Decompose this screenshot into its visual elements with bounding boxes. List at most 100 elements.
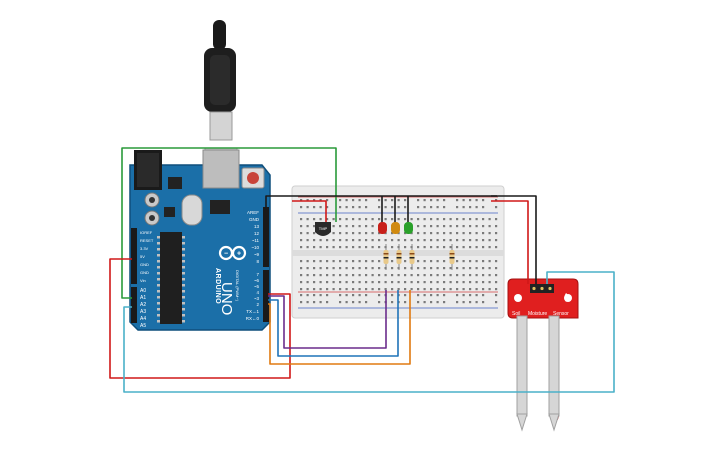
breadboard-hole: [365, 260, 368, 263]
led-orange: [391, 222, 400, 234]
breadboard-hole: [365, 288, 368, 291]
breadboard-hole: [358, 294, 361, 297]
breadboard-hole: [488, 281, 491, 284]
breadboard-hole: [358, 288, 361, 291]
breadboard-hole: [410, 218, 413, 221]
breadboard-hole: [332, 218, 335, 221]
pin-label-tx: TX→1: [246, 309, 259, 314]
breadboard-hole: [469, 294, 472, 297]
breadboard-hole: [365, 274, 368, 277]
brand-label: ARDUINO: [214, 268, 221, 304]
breadboard-hole: [332, 288, 335, 291]
breadboard-hole: [352, 206, 355, 209]
breadboard-hole: [358, 260, 361, 263]
breadboard-hole: [423, 274, 426, 277]
wire-blue: [268, 290, 399, 357]
breadboard-hole: [423, 281, 426, 284]
breadboard-hole: [339, 199, 342, 202]
sensor-label-moisture: Moisture: [528, 311, 547, 317]
breadboard-hole: [358, 301, 361, 304]
breadboard-hole: [371, 232, 374, 235]
breadboard-hole: [352, 294, 355, 297]
breadboard-hole: [352, 232, 355, 235]
breadboard-hole: [365, 225, 368, 228]
breadboard-hole: [404, 218, 407, 221]
breadboard-hole: [410, 288, 413, 291]
pin-label-5v: 5V: [140, 254, 145, 259]
breadboard-hole: [475, 288, 478, 291]
breadboard-hole: [339, 232, 342, 235]
breadboard-hole: [410, 232, 413, 235]
resistor-2: [396, 244, 402, 270]
breadboard-hole: [417, 294, 420, 297]
breadboard-hole: [319, 246, 322, 249]
wire-red-power: [109, 258, 291, 379]
breadboard-hole: [443, 206, 446, 209]
breadboard-hole: [397, 281, 400, 284]
breadboard-hole: [436, 206, 439, 209]
breadboard-hole: [482, 239, 485, 242]
breadboard-hole: [306, 301, 309, 304]
breadboard-hole: [339, 246, 342, 249]
breadboard-hole: [462, 301, 465, 304]
digital-header-top: [263, 207, 269, 267]
breadboard-hole: [404, 246, 407, 249]
breadboard-hole: [345, 288, 348, 291]
breadboard-hole: [371, 239, 374, 242]
chip-pin: [182, 308, 185, 311]
breadboard-hole: [436, 281, 439, 284]
breadboard-hole: [456, 225, 459, 228]
breadboard-hole: [423, 301, 426, 304]
breadboard-hole: [319, 260, 322, 263]
breadboard-hole: [378, 218, 381, 221]
pin-label-ioref: IOREF: [140, 230, 153, 235]
breadboard-hole: [384, 281, 387, 284]
breadboard-hole: [345, 260, 348, 263]
wire-cyan: [123, 271, 615, 393]
breadboard-hole: [417, 274, 420, 277]
wire-black-sensor: [491, 195, 537, 284]
breadboard-hole: [410, 281, 413, 284]
breadboard-hole: [332, 260, 335, 263]
chip-pin: [157, 308, 160, 311]
breadboard-hole: [345, 274, 348, 277]
sensor-label-soil: Soil: [512, 311, 520, 317]
breadboard-hole: [462, 281, 465, 284]
breadboard-hole: [462, 274, 465, 277]
breadboard-hole: [300, 267, 303, 270]
breadboard-hole: [332, 274, 335, 277]
arduino-uno-board: − + ARDUINO UNO IOREF RESET 3.3V 5V GND …: [129, 149, 271, 331]
pin-label-13: 13: [254, 224, 260, 229]
breadboard-hole: [462, 260, 465, 263]
breadboard-hole: [430, 260, 433, 263]
breadboard-hole: [339, 260, 342, 263]
chip-pin: [182, 254, 185, 257]
breadboard-hole: [462, 199, 465, 202]
breadboard-hole: [423, 260, 426, 263]
breadboard-hole: [300, 199, 303, 202]
breadboard-hole: [443, 274, 446, 277]
breadboard-hole: [475, 218, 478, 221]
temperature-sensor: TMP: [315, 222, 331, 236]
breadboard-hole: [443, 199, 446, 202]
breadboard-hole: [391, 267, 394, 270]
breadboard-hole: [495, 281, 498, 284]
breadboard-hole: [482, 281, 485, 284]
breadboard-hole: [319, 301, 322, 304]
breadboard-hole: [365, 199, 368, 202]
breadboard-hole: [482, 232, 485, 235]
breadboard-hole: [462, 246, 465, 249]
breadboard-hole: [378, 288, 381, 291]
breadboard-hole: [456, 260, 459, 263]
breadboard-hole: [358, 232, 361, 235]
flame-icon: [564, 293, 568, 302]
resistor-4: [449, 244, 455, 270]
breadboard-hole: [345, 301, 348, 304]
breadboard-hole: [319, 288, 322, 291]
breadboard-hole: [358, 274, 361, 277]
breadboard-hole: [469, 199, 472, 202]
breadboard-hole: [397, 206, 400, 209]
breadboard-hole: [495, 206, 498, 209]
breadboard-hole: [456, 199, 459, 202]
breadboard-hole: [436, 239, 439, 242]
